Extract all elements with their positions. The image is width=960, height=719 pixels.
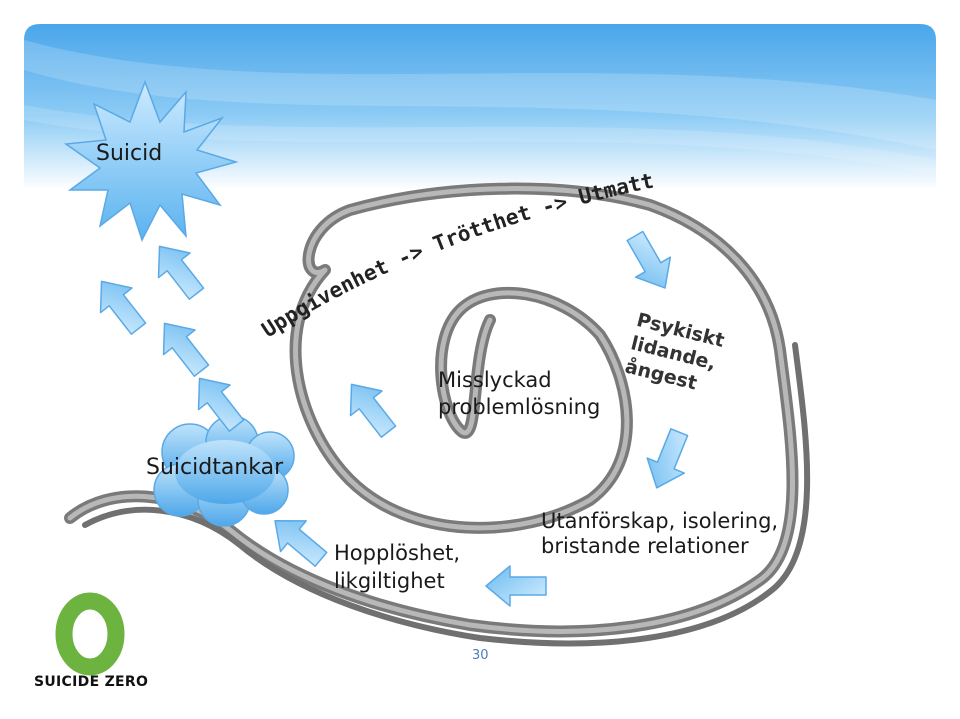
suicidtankar-cloud (153, 415, 295, 527)
header-banner (24, 24, 936, 190)
arrow-up-left-5 (335, 371, 405, 445)
hopploshet-line-1: Hopplöshet, (334, 541, 461, 565)
suicide-zero-logo (55, 592, 125, 676)
logo-text: SUICIDE ZERO (34, 674, 149, 690)
misslyckad-line-2: problemlösning (438, 395, 601, 419)
suicidtankar-label: Suicidtankar (146, 455, 284, 480)
utanforskap-line-2: bristande relationer (541, 534, 749, 558)
suicid-starburst (63, 79, 239, 242)
hopploshet-line-2: likgiltighet (334, 569, 445, 593)
page-number: 30 (472, 648, 489, 663)
utanforskap-label: Utanförskap, isolering, bristande relati… (541, 509, 778, 559)
hopploshet-label: Hopplöshet, likgiltighet (334, 539, 460, 595)
arrow-up-left-2 (85, 268, 155, 342)
suicid-label: Suicid (96, 141, 163, 166)
arrow-down-right (616, 225, 684, 299)
arrow-up-left-1 (143, 233, 213, 307)
arrow-up-left-3 (148, 310, 218, 384)
misslyckad-label: Misslyckad problemlösning (438, 367, 600, 421)
arrow-down-left (637, 423, 699, 497)
utanforskap-line-1: Utanförskap, isolering, (541, 509, 779, 533)
misslyckad-line-1: Misslyckad (438, 368, 552, 392)
arrow-left (485, 565, 547, 607)
spiral-path (64, 182, 811, 647)
